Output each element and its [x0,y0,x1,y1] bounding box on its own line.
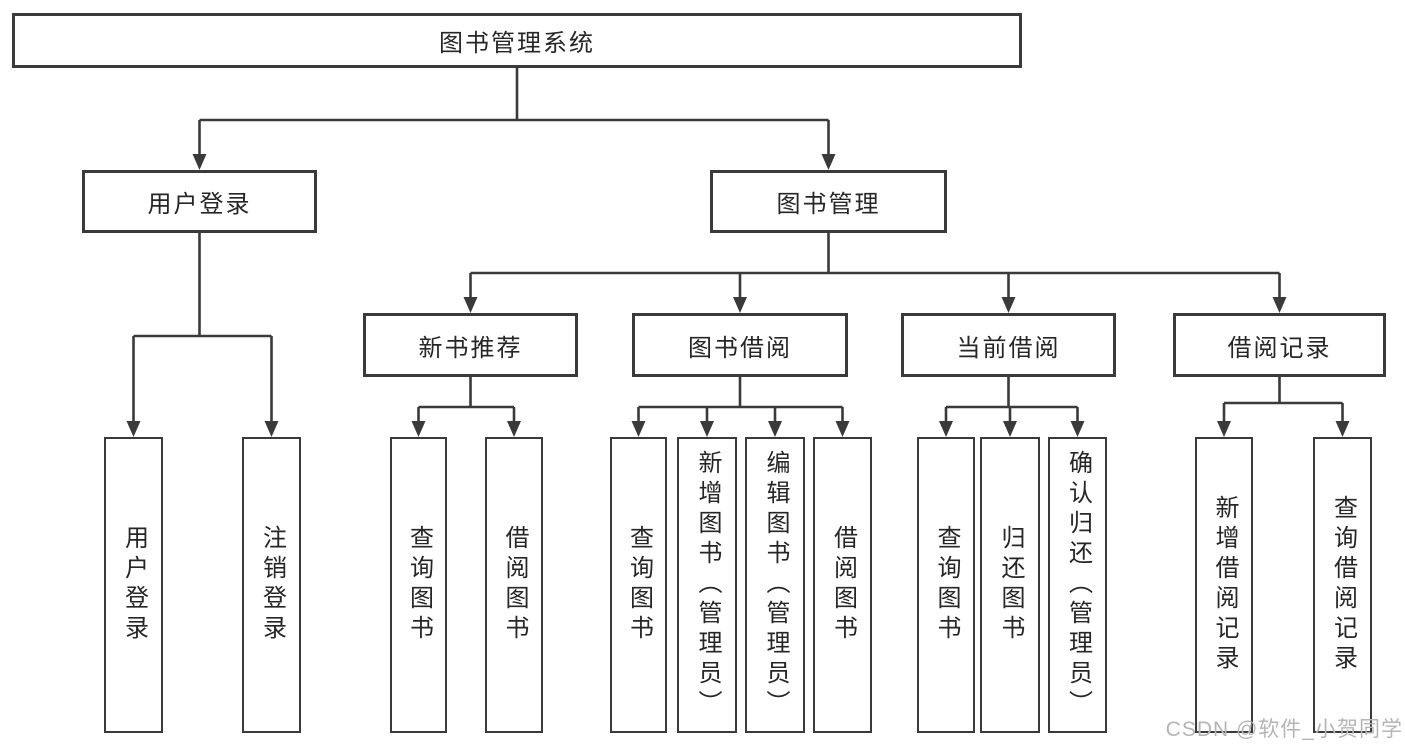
node-book-borrow: 图书借阅 [632,313,848,377]
leaf-query-books-recommend: 查询图书 [390,437,447,733]
connector-root [198,68,830,156]
node-user-login: 用户登录 [82,170,317,233]
leaf-query-borrow-record: 查询借阅记录 [1313,437,1372,733]
connector-book-management [469,233,1281,299]
leaf-query-books-current: 查询图书 [917,437,975,733]
leaf-return-book: 归还图书 [980,437,1040,733]
node-new-book-recommend: 新书推荐 [363,313,578,377]
node-root: 图书管理系统 [12,13,1022,68]
connector-user-login [132,233,273,423]
connector-borrow-records [1222,377,1344,423]
leaf-confirm-return-admin: 确认归还（管理员） [1048,437,1107,733]
node-book-management: 图书管理 [710,170,947,233]
leaf-borrow-books-recommend: 借阅图书 [485,437,543,733]
leaf-add-borrow-record: 新增借阅记录 [1195,437,1253,733]
leaf-edit-book-admin: 编辑图书（管理员） [745,437,805,733]
leaf-add-book-admin: 新增图书（管理员） [677,437,737,733]
leaf-query-books-borrow: 查询图书 [610,437,667,733]
node-borrow-records: 借阅记录 [1173,313,1386,377]
connector-book-borrow [637,377,844,423]
csdn-watermark: CSDN @软件_小贺同学 [1165,718,1403,741]
connector-new-book [417,377,516,423]
node-current-borrow: 当前借阅 [901,313,1116,377]
leaf-logout: 注销登录 [242,437,301,733]
leaf-borrow-books: 借阅图书 [813,437,872,733]
leaf-user-login: 用户登录 [104,437,163,733]
arrowhead-icons [126,154,1350,437]
connector-current-borrow [944,377,1079,423]
